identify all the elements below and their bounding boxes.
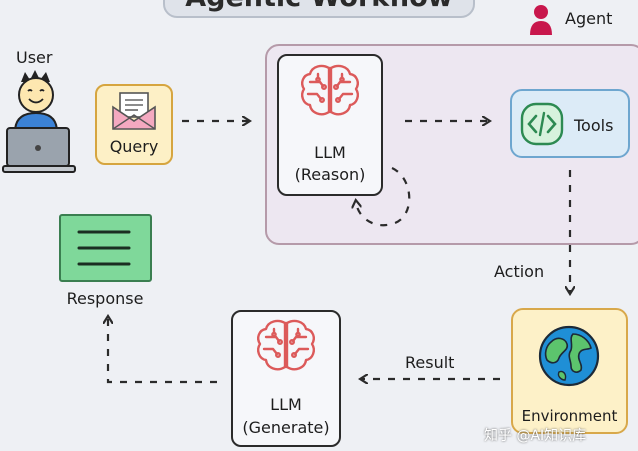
- text-lines-icon: [77, 230, 131, 266]
- environment-label: Environment: [521, 407, 618, 425]
- agent-legend-label: Agent: [565, 9, 613, 28]
- llm-generate-line1: LLM: [270, 395, 302, 414]
- reasoning-loop-arrow: [356, 166, 411, 227]
- action-label: Action: [494, 262, 545, 281]
- watermark: 知乎 @AI知识库: [484, 428, 587, 444]
- code-icon: [520, 102, 564, 146]
- tools-label: Tools: [574, 116, 614, 135]
- envelope-icon: [112, 92, 156, 130]
- llm-reason-line1: LLM: [314, 143, 346, 162]
- title-banner: [163, 0, 475, 18]
- brain-icon: [301, 64, 359, 116]
- user-icon: [2, 70, 76, 173]
- agent-icon: [530, 5, 552, 35]
- query-label: Query: [109, 137, 159, 156]
- diagram-title: Agentic Workflow: [163, 0, 475, 13]
- user-label: User: [16, 48, 53, 67]
- llm-reason-line2: (Reason): [294, 165, 366, 184]
- arrow-llm-generate-to-response: [108, 318, 217, 384]
- llm-generate-line2: (Generate): [242, 418, 330, 437]
- result-label: Result: [405, 353, 455, 372]
- brain-icon-generate: [257, 319, 315, 371]
- response-label: Response: [66, 289, 144, 308]
- globe-icon: [538, 325, 600, 387]
